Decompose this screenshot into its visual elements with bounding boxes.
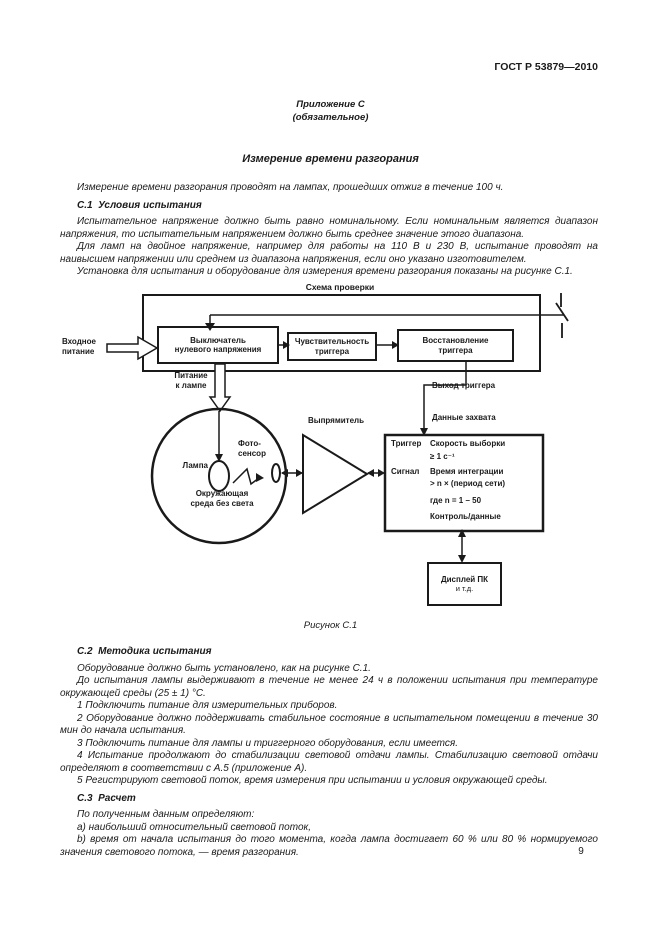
- appendix-heading: Приложение С (обязательное): [0, 98, 661, 124]
- input-power-label: Входное питание: [62, 337, 96, 356]
- figure-caption: Рисунок С.1: [303, 620, 358, 631]
- signal-row-label: Сигнал: [391, 467, 420, 476]
- trigger-sensitivity-label: Чувствительность триггера: [294, 337, 370, 356]
- page-number: 9: [578, 846, 584, 857]
- heading-c3: С.3 Расчет: [77, 792, 136, 804]
- appendix-title: Приложение С: [296, 99, 365, 110]
- sample-rate-value: ≥ 1 с⁻¹: [430, 452, 455, 461]
- heading-c2: С.2 Методика испытания: [77, 646, 212, 657]
- sphere-circle: [150, 407, 288, 545]
- trigger-data-box: [383, 433, 545, 533]
- paragraph-c2-2: До испытания лампы выдерживают в течение…: [60, 675, 598, 699]
- pc-display-label: Дисплей ПК и т.д.: [440, 574, 489, 594]
- integration-time-label: Время интеграции: [430, 467, 504, 476]
- rectifier-triangle: [302, 433, 369, 515]
- outer-rect: [142, 294, 541, 372]
- list-item-5: 5 Регистрируют световой поток, время изм…: [77, 775, 548, 786]
- lamp-power-label: Питание к лампе: [174, 371, 208, 390]
- page-title: Измерение времени разгорания: [242, 153, 419, 165]
- pc-display-box: [427, 562, 502, 606]
- trigger-recovery-label: Восстановление триггера: [422, 336, 489, 355]
- section-c1: Измерение времени разгорания проводят на…: [60, 182, 598, 279]
- n-range-label: где n = 1 – 50: [430, 496, 482, 505]
- list-item-3: 3 Подключить питание для лампы и триггер…: [77, 737, 459, 749]
- environment-label: Окружающая среда без света: [190, 489, 254, 508]
- paragraph-intro: Измерение времени разгорания проводят на…: [77, 182, 504, 193]
- paragraph-c1-3: Установка для испытания и оборудование д…: [77, 266, 573, 277]
- appendix-subtitle: (обязательное): [292, 112, 369, 123]
- sample-rate-label: Скорость выборки: [430, 439, 506, 448]
- lamp-label: Лампа: [182, 461, 208, 470]
- heading-c1: С.1 Условия испытания: [77, 199, 202, 211]
- switch-symbol: [555, 293, 569, 338]
- light-zigzag: [232, 467, 260, 486]
- paragraph-c2-1: Оборудование должно быть установлено, ка…: [77, 662, 371, 674]
- paragraph-c1-2: Для ламп на двойное напряжение, например…: [60, 241, 598, 265]
- paragraph-c3-b: b) время от начала испытания до того мом…: [60, 834, 598, 858]
- photo-sensor-ellipse: [271, 463, 281, 483]
- lamp-power-arrow: [208, 363, 232, 413]
- data-capture-label: Данные захвата: [432, 413, 496, 422]
- control-data-label: Контроль/данные: [430, 512, 501, 521]
- paragraph-c1-1: Испытательное напряжение должно быть рав…: [60, 216, 598, 240]
- list-item-2: 2 Оборудование должно поддерживать стаби…: [60, 712, 598, 737]
- sections-c2-c3: С.2 Методика испытания Оборудование долж…: [60, 641, 598, 859]
- lamp-ellipse: [208, 460, 230, 492]
- diagram-title: Схема проверки: [305, 282, 375, 292]
- list-item-1: 1 Подключить питание для измерительных п…: [77, 700, 338, 711]
- integration-time-value: > n × (период сети): [430, 479, 506, 488]
- input-power-arrow: [106, 335, 159, 361]
- rectifier-label: Выпрямитель: [307, 416, 365, 425]
- zero-voltage-switch-label: Выключатель нулевого напряжения: [174, 335, 262, 355]
- photo-sensor-label: Фото- сенсор: [238, 439, 266, 458]
- paragraph-c3-1: По полученным данным определяют:: [77, 809, 255, 820]
- doc-number: ГОСТ Р 53879—2010: [494, 61, 598, 73]
- figure-c1-diagram: Схема проверки Выключатель нулевого напр…: [0, 282, 661, 639]
- figure-c1-artwork: [106, 293, 569, 606]
- trigger-sensitivity-box: [287, 332, 377, 361]
- paragraph-c3-a: а) наибольший относительный световой пот…: [77, 821, 312, 833]
- trigger-row-label: Триггер: [391, 439, 422, 448]
- list-item-4: 4 Испытание продолжают до стабилизации с…: [60, 750, 598, 774]
- trigger-output-label: Выход триггера: [432, 381, 496, 390]
